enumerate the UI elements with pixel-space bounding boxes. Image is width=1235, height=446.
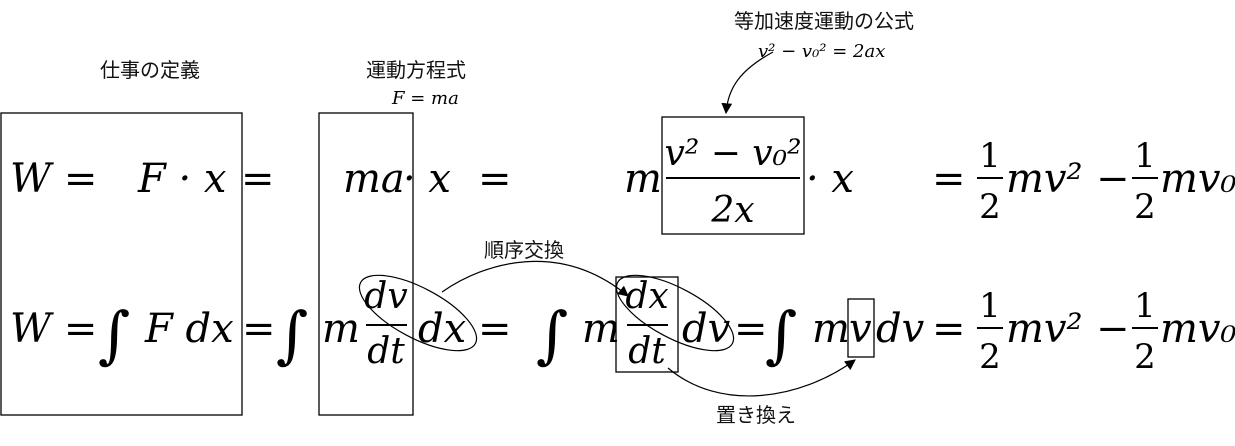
row2-dv-c: dv: [876, 306, 925, 352]
row2-dx: dx: [418, 306, 466, 352]
row2-result-equals: =: [932, 306, 966, 352]
row1-half-a-den: 2: [979, 187, 1001, 227]
row2-dt-denominator-a: dt: [367, 331, 405, 372]
dv-dx-ellipse: [358, 274, 478, 352]
row2-minus: −: [1096, 306, 1130, 352]
row2-dv-b: dv: [682, 306, 731, 352]
equation-of-motion-box: [318, 112, 414, 416]
row1-half-a-num: 1: [979, 136, 1001, 176]
row1-equals-a: =: [241, 156, 275, 202]
row2-dx-numerator: dx: [625, 276, 668, 317]
row2-dv-numerator: dv: [364, 276, 407, 317]
work-definition-box: [0, 112, 243, 416]
row1-dot-x-b: · x: [806, 156, 854, 202]
row2-equals-c: =: [734, 306, 768, 352]
row2-mv2: mv²: [1006, 306, 1083, 352]
row2-m-b: m: [582, 306, 620, 352]
integral-sign-1: ∫: [98, 298, 130, 371]
swap-order-label: 順序交換: [484, 238, 564, 262]
row2-half-b-num: 1: [1134, 286, 1156, 326]
row2-dt-denominator-b: dt: [628, 331, 666, 372]
const-accel-formula: v² − v₀² = 2ax: [758, 41, 885, 62]
row1-mv02: mv₀²: [1160, 156, 1235, 202]
row2-half-a-den: 2: [979, 337, 1001, 377]
row1-equals-b: =: [478, 156, 512, 202]
const-accel-arrow: [721, 51, 774, 115]
substitute-arrow: [667, 359, 856, 397]
row2-m-a: m: [322, 306, 360, 352]
substitute-label: 置き換え: [716, 403, 796, 427]
work-definition-label: 仕事の定義: [100, 58, 200, 82]
integral-sign-3: ∫: [536, 298, 568, 371]
row1-fraction-numerator: v² − v₀²: [664, 133, 801, 174]
row1-half-b-den: 2: [1134, 187, 1156, 227]
row2-half-b-den: 2: [1134, 337, 1156, 377]
row1-lhs: W =: [10, 156, 97, 202]
row2-f-dx: F dx: [144, 306, 234, 352]
row2-equals-a: =: [242, 306, 276, 352]
v-box: [847, 298, 875, 358]
equation-of-motion-formula: F = ma: [391, 88, 459, 109]
row1-half-b-num: 1: [1134, 136, 1156, 176]
integral-sign-4: ∫: [765, 298, 797, 371]
equation-of-motion-label: 運動方程式: [366, 58, 466, 82]
row1-minus: −: [1096, 156, 1130, 202]
const-accel-fraction-box: [661, 116, 805, 235]
row2-equals-b: =: [478, 306, 512, 352]
row1-ma: ma: [343, 156, 405, 202]
integral-sign-2: ∫: [276, 298, 308, 371]
const-accel-title: 等加速度運動の公式: [734, 9, 914, 33]
row2-v: v: [849, 306, 872, 352]
row2-half-a-num: 1: [979, 286, 1001, 326]
row1-m: m: [624, 156, 662, 202]
row1-fraction-denominator: 2x: [710, 190, 754, 231]
row1-dot-x-a: · x: [403, 156, 451, 202]
row2-lhs: W =: [10, 306, 97, 352]
row2-m-c: m: [812, 306, 850, 352]
row1-result-equals: =: [932, 156, 966, 202]
row2-mv02: mv₀²: [1160, 306, 1235, 352]
row1-force-dot-x: F · x: [137, 156, 226, 202]
dx-dv-ellipse: [615, 274, 735, 352]
row1-mv2: mv²: [1006, 156, 1083, 202]
swap-order-arrow: [441, 260, 629, 297]
